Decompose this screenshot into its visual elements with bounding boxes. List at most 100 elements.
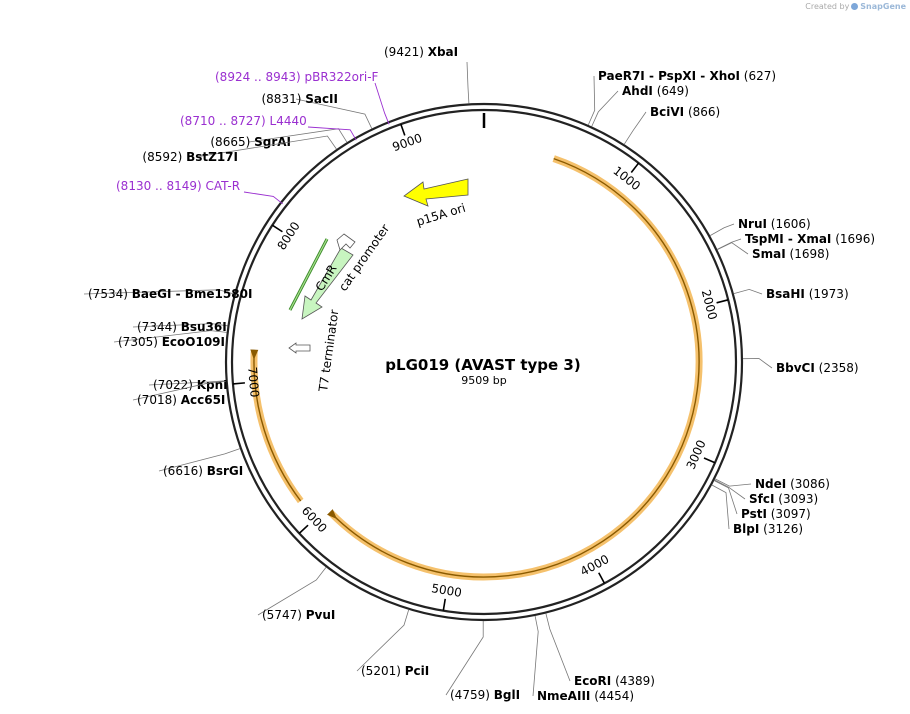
primer-name: pBR322ori-F xyxy=(305,70,379,84)
site-name: XbaI xyxy=(428,45,458,59)
highlight-arrowhead-b xyxy=(250,349,259,360)
site-position: (1696) xyxy=(831,232,875,246)
cat-promoter-arrow xyxy=(336,233,356,251)
site-name: Acc65I xyxy=(181,393,226,407)
site-connector xyxy=(295,98,373,129)
tick-label: 7000 xyxy=(245,366,262,398)
site-ecori[interactable]: EcoRI (4389) xyxy=(545,613,655,689)
site-bcivi[interactable]: BciVI (866) xyxy=(623,105,720,145)
site-position: (627) xyxy=(740,69,776,83)
t7-terminator-label: T7 terminator xyxy=(316,309,342,394)
site-position: (7018) xyxy=(137,393,181,407)
site-position: (1698) xyxy=(786,247,830,261)
site-pvui[interactable]: (5747) PvuI xyxy=(257,567,335,622)
site-nmeaiii[interactable]: NmeAIII (4454) xyxy=(532,615,634,703)
feature-highlights xyxy=(250,155,703,581)
site-label: (9421) XbaI xyxy=(384,45,458,59)
site-position: (4454) xyxy=(590,689,634,703)
site-bbvci[interactable]: BbvCI (2358) xyxy=(742,358,859,376)
site-position: (3086) xyxy=(786,477,830,491)
site-name: TspMI - XmaI xyxy=(745,232,831,246)
site-baegi[interactable]: (7534) BaeGI - Bme1580I xyxy=(83,287,252,301)
primer-l4440[interactable]: (8710 .. 8727) L4440 xyxy=(180,114,357,141)
site-nrui[interactable]: NruI (1606) xyxy=(709,217,811,236)
site-connector xyxy=(733,288,763,295)
site-name: BstZ17I xyxy=(186,150,238,164)
primer-pbr322ori-f[interactable]: (8924 .. 8943) pBR322ori-F xyxy=(215,70,390,125)
site-label: BciVI (866) xyxy=(650,105,720,119)
site-connector xyxy=(195,135,337,158)
p15a-ori-label: p15A ori xyxy=(415,201,467,229)
site-ecoo109i[interactable]: (7305) EcoO109I xyxy=(113,330,227,349)
backbone-outer-ring xyxy=(224,102,744,622)
primer-name: CAT-R xyxy=(206,179,241,193)
site-acc65i[interactable]: (7018) Acc65I xyxy=(132,381,226,407)
site-position: (3126) xyxy=(759,522,803,536)
site-paer7i[interactable]: PaeR7I - PspXI - XhoI (627) xyxy=(587,69,776,126)
site-position: (3097) xyxy=(767,507,811,521)
site-bgli[interactable]: (4759) BglI xyxy=(445,621,520,702)
site-connector xyxy=(356,609,410,672)
site-label: (7022) KpnI xyxy=(153,378,228,392)
primer-range: (8710 .. 8727) xyxy=(180,114,270,128)
primer-label: (8130 .. 8149) CAT-R xyxy=(116,179,240,193)
highlight-line-arc-b xyxy=(253,351,302,502)
feature-p15a-ori[interactable]: p15A ori xyxy=(403,178,469,229)
site-label: BsaHI (1973) xyxy=(766,287,849,301)
restriction-sites: (9421) XbaI (8831) SacII(8665) SgrAI(8592… xyxy=(83,45,875,703)
site-connector xyxy=(132,381,226,401)
site-tspmi[interactable]: TspMI - XmaI (1696) xyxy=(717,232,875,250)
tick-6000 xyxy=(298,524,309,534)
site-bsu36i[interactable]: (7344) Bsu36I xyxy=(132,320,228,334)
tick-label: 3000 xyxy=(684,438,709,472)
tick-7000 xyxy=(232,382,245,385)
site-kpni[interactable]: (7022) KpnI xyxy=(148,378,228,392)
site-smai[interactable]: SmaI (1698) xyxy=(717,242,830,261)
site-sfci[interactable]: SfcI (3093) xyxy=(714,479,819,506)
site-name: Bsu36I xyxy=(181,320,227,334)
site-connector xyxy=(623,111,647,145)
site-xbai[interactable]: (9421) XbaI xyxy=(384,45,470,104)
site-psti[interactable]: PstI (3097) xyxy=(714,480,811,521)
highlight-arrowhead-a xyxy=(327,509,337,520)
site-position: (649) xyxy=(653,84,689,98)
site-blpi[interactable]: BlpI (3126) xyxy=(711,484,803,536)
site-label: TspMI - XmaI (1696) xyxy=(745,232,875,246)
feature-t7-terminator[interactable]: T7 terminator xyxy=(288,309,342,394)
credit-text: Created by xyxy=(805,2,850,11)
highlight-line-arc-a xyxy=(330,157,700,578)
site-bsahi[interactable]: BsaHI (1973) xyxy=(733,287,849,301)
primer-connector xyxy=(374,82,390,125)
primer-cat-r[interactable]: (8130 .. 8149) CAT-R xyxy=(116,179,283,205)
site-connector xyxy=(717,242,749,255)
site-position: (7534) xyxy=(88,287,132,301)
tick-3000 xyxy=(703,457,716,464)
tick-label: 2000 xyxy=(699,288,720,321)
site-name: SgrAI xyxy=(254,135,291,149)
site-ahdi[interactable]: AhdI (649) xyxy=(591,84,689,127)
primer-sites: (8924 .. 8943) pBR322ori-F(8710 .. 8727)… xyxy=(116,70,390,205)
site-position: (2358) xyxy=(815,361,859,375)
site-label: (6616) BsrGI xyxy=(163,464,243,478)
snapgene-credit: Created by SnapGene xyxy=(805,2,906,11)
site-pcii[interactable]: (5201) PciI xyxy=(356,609,429,678)
primer-name: L4440 xyxy=(270,114,307,128)
site-name: BbvCI xyxy=(776,361,815,375)
site-position: (1973) xyxy=(805,287,849,301)
site-position: (7022) xyxy=(153,378,197,392)
site-bsrgi[interactable]: (6616) BsrGI xyxy=(158,448,243,478)
site-sgrai[interactable]: (8665) SgrAI xyxy=(210,128,348,149)
site-connector xyxy=(132,323,228,328)
site-sacii[interactable]: (8831) SacII xyxy=(261,92,373,129)
primer-connector xyxy=(307,126,357,141)
tick-9000 xyxy=(400,123,406,136)
site-name: BglI xyxy=(494,688,520,702)
site-connector xyxy=(714,479,746,500)
site-bstz17i[interactable]: (8592) BstZ17I xyxy=(142,135,337,164)
site-connector xyxy=(545,613,571,682)
site-name: NmeAIII xyxy=(537,689,590,703)
site-ndei[interactable]: NdeI (3086) xyxy=(714,477,830,491)
site-connector xyxy=(742,358,773,369)
backbone-inner-ring xyxy=(230,108,738,616)
site-connector xyxy=(257,567,327,616)
